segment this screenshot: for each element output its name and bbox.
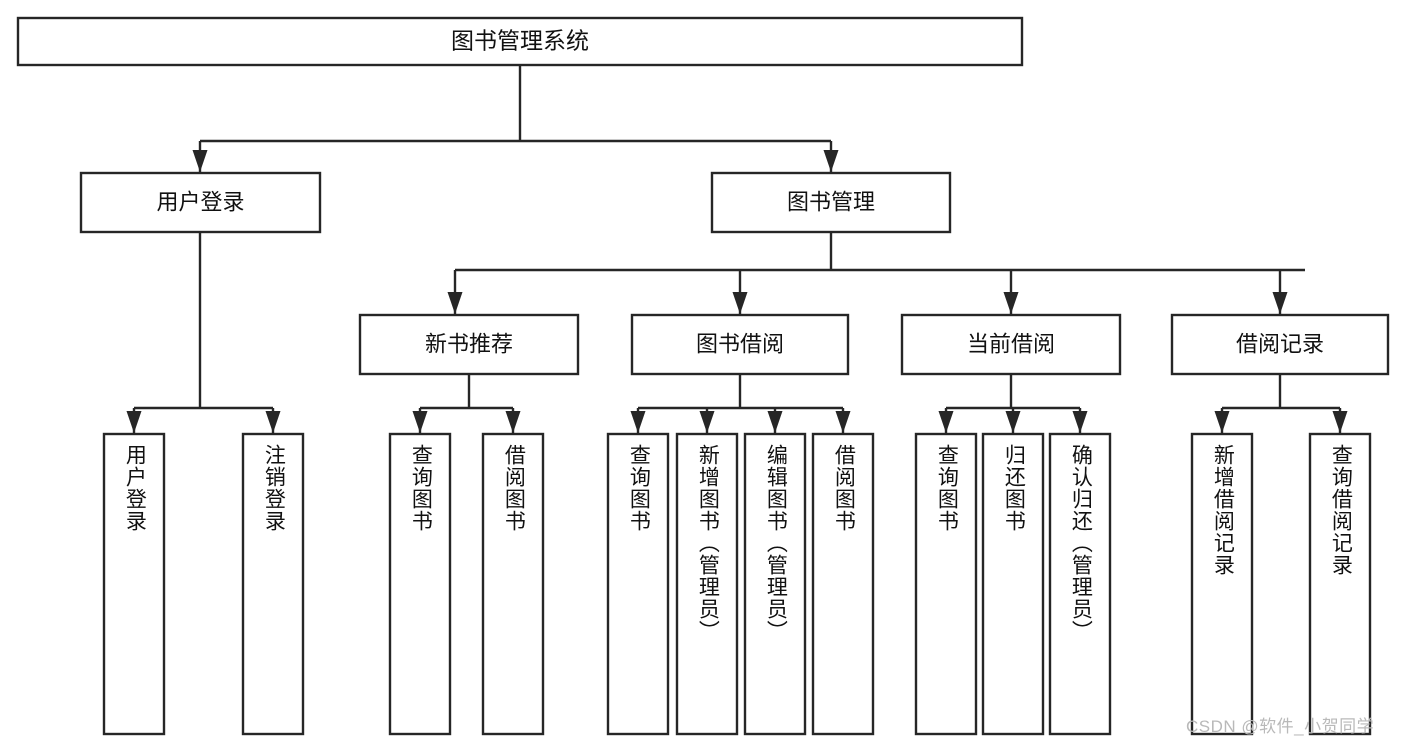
arrow-head-leaf [630, 411, 646, 433]
node-box-level3-3[interactable] [1170, 313, 1390, 376]
node-box-leaf-3[interactable] [481, 432, 545, 736]
node-box-level3-0[interactable] [358, 313, 580, 376]
node-box-leaf-11[interactable] [1190, 432, 1254, 736]
arrow-head-leaf [767, 411, 783, 433]
node-box-root[interactable] [16, 16, 1024, 67]
node-label-root: 图书管理系统 [451, 28, 589, 54]
arrow-head-level3 [732, 292, 748, 314]
node-label-level3-1: 图书借阅 [696, 331, 784, 356]
arrow-head-level3 [1003, 292, 1019, 314]
node-label-level3-3: 借阅记录 [1236, 331, 1324, 356]
node-box-level3-2[interactable] [900, 313, 1122, 376]
node-box-leaf-10[interactable] [1048, 432, 1112, 736]
arrow-head-leaf [1005, 411, 1021, 433]
node-box-leaf-0[interactable] [102, 432, 166, 736]
node-box-leaf-5[interactable] [675, 432, 739, 736]
node-box-leaf-7[interactable] [811, 432, 875, 736]
node-box-level2-1[interactable] [710, 171, 952, 234]
arrow-head-level3 [447, 292, 463, 314]
arrow-head-level2 [192, 150, 208, 172]
edges-layer [126, 65, 1348, 433]
arrow-head-level3 [1272, 292, 1288, 314]
node-box-leaf-8[interactable] [914, 432, 978, 736]
node-box-level3-1[interactable] [630, 313, 850, 376]
watermark-text: CSDN @软件_小贺同学 [1186, 717, 1375, 736]
arrow-head-leaf [1332, 411, 1348, 433]
arrow-head-leaf [412, 411, 428, 433]
node-box-leaf-9[interactable] [981, 432, 1045, 736]
arrow-head-leaf [699, 411, 715, 433]
node-box-leaf-1[interactable] [241, 432, 305, 736]
node-box-leaf-6[interactable] [743, 432, 807, 736]
node-label-level2-0: 用户登录 [156, 189, 244, 214]
boxes-layer [16, 16, 1390, 736]
node-box-leaf-12[interactable] [1308, 432, 1372, 736]
arrow-head-leaf [938, 411, 954, 433]
node-box-leaf-2[interactable] [388, 432, 452, 736]
node-box-leaf-4[interactable] [606, 432, 670, 736]
arrow-head-leaf [835, 411, 851, 433]
arrow-head-leaf [126, 411, 142, 433]
node-box-level2-0[interactable] [79, 171, 322, 234]
arrow-head-leaf [265, 411, 281, 433]
arrow-head-leaf [1072, 411, 1088, 433]
node-label-level3-0: 新书推荐 [425, 331, 513, 356]
arrow-head-leaf [505, 411, 521, 433]
arrow-head-leaf [1214, 411, 1230, 433]
node-label-level3-2: 当前借阅 [967, 331, 1055, 356]
arrow-head-level2 [823, 150, 839, 172]
node-label-level2-1: 图书管理 [787, 189, 875, 214]
